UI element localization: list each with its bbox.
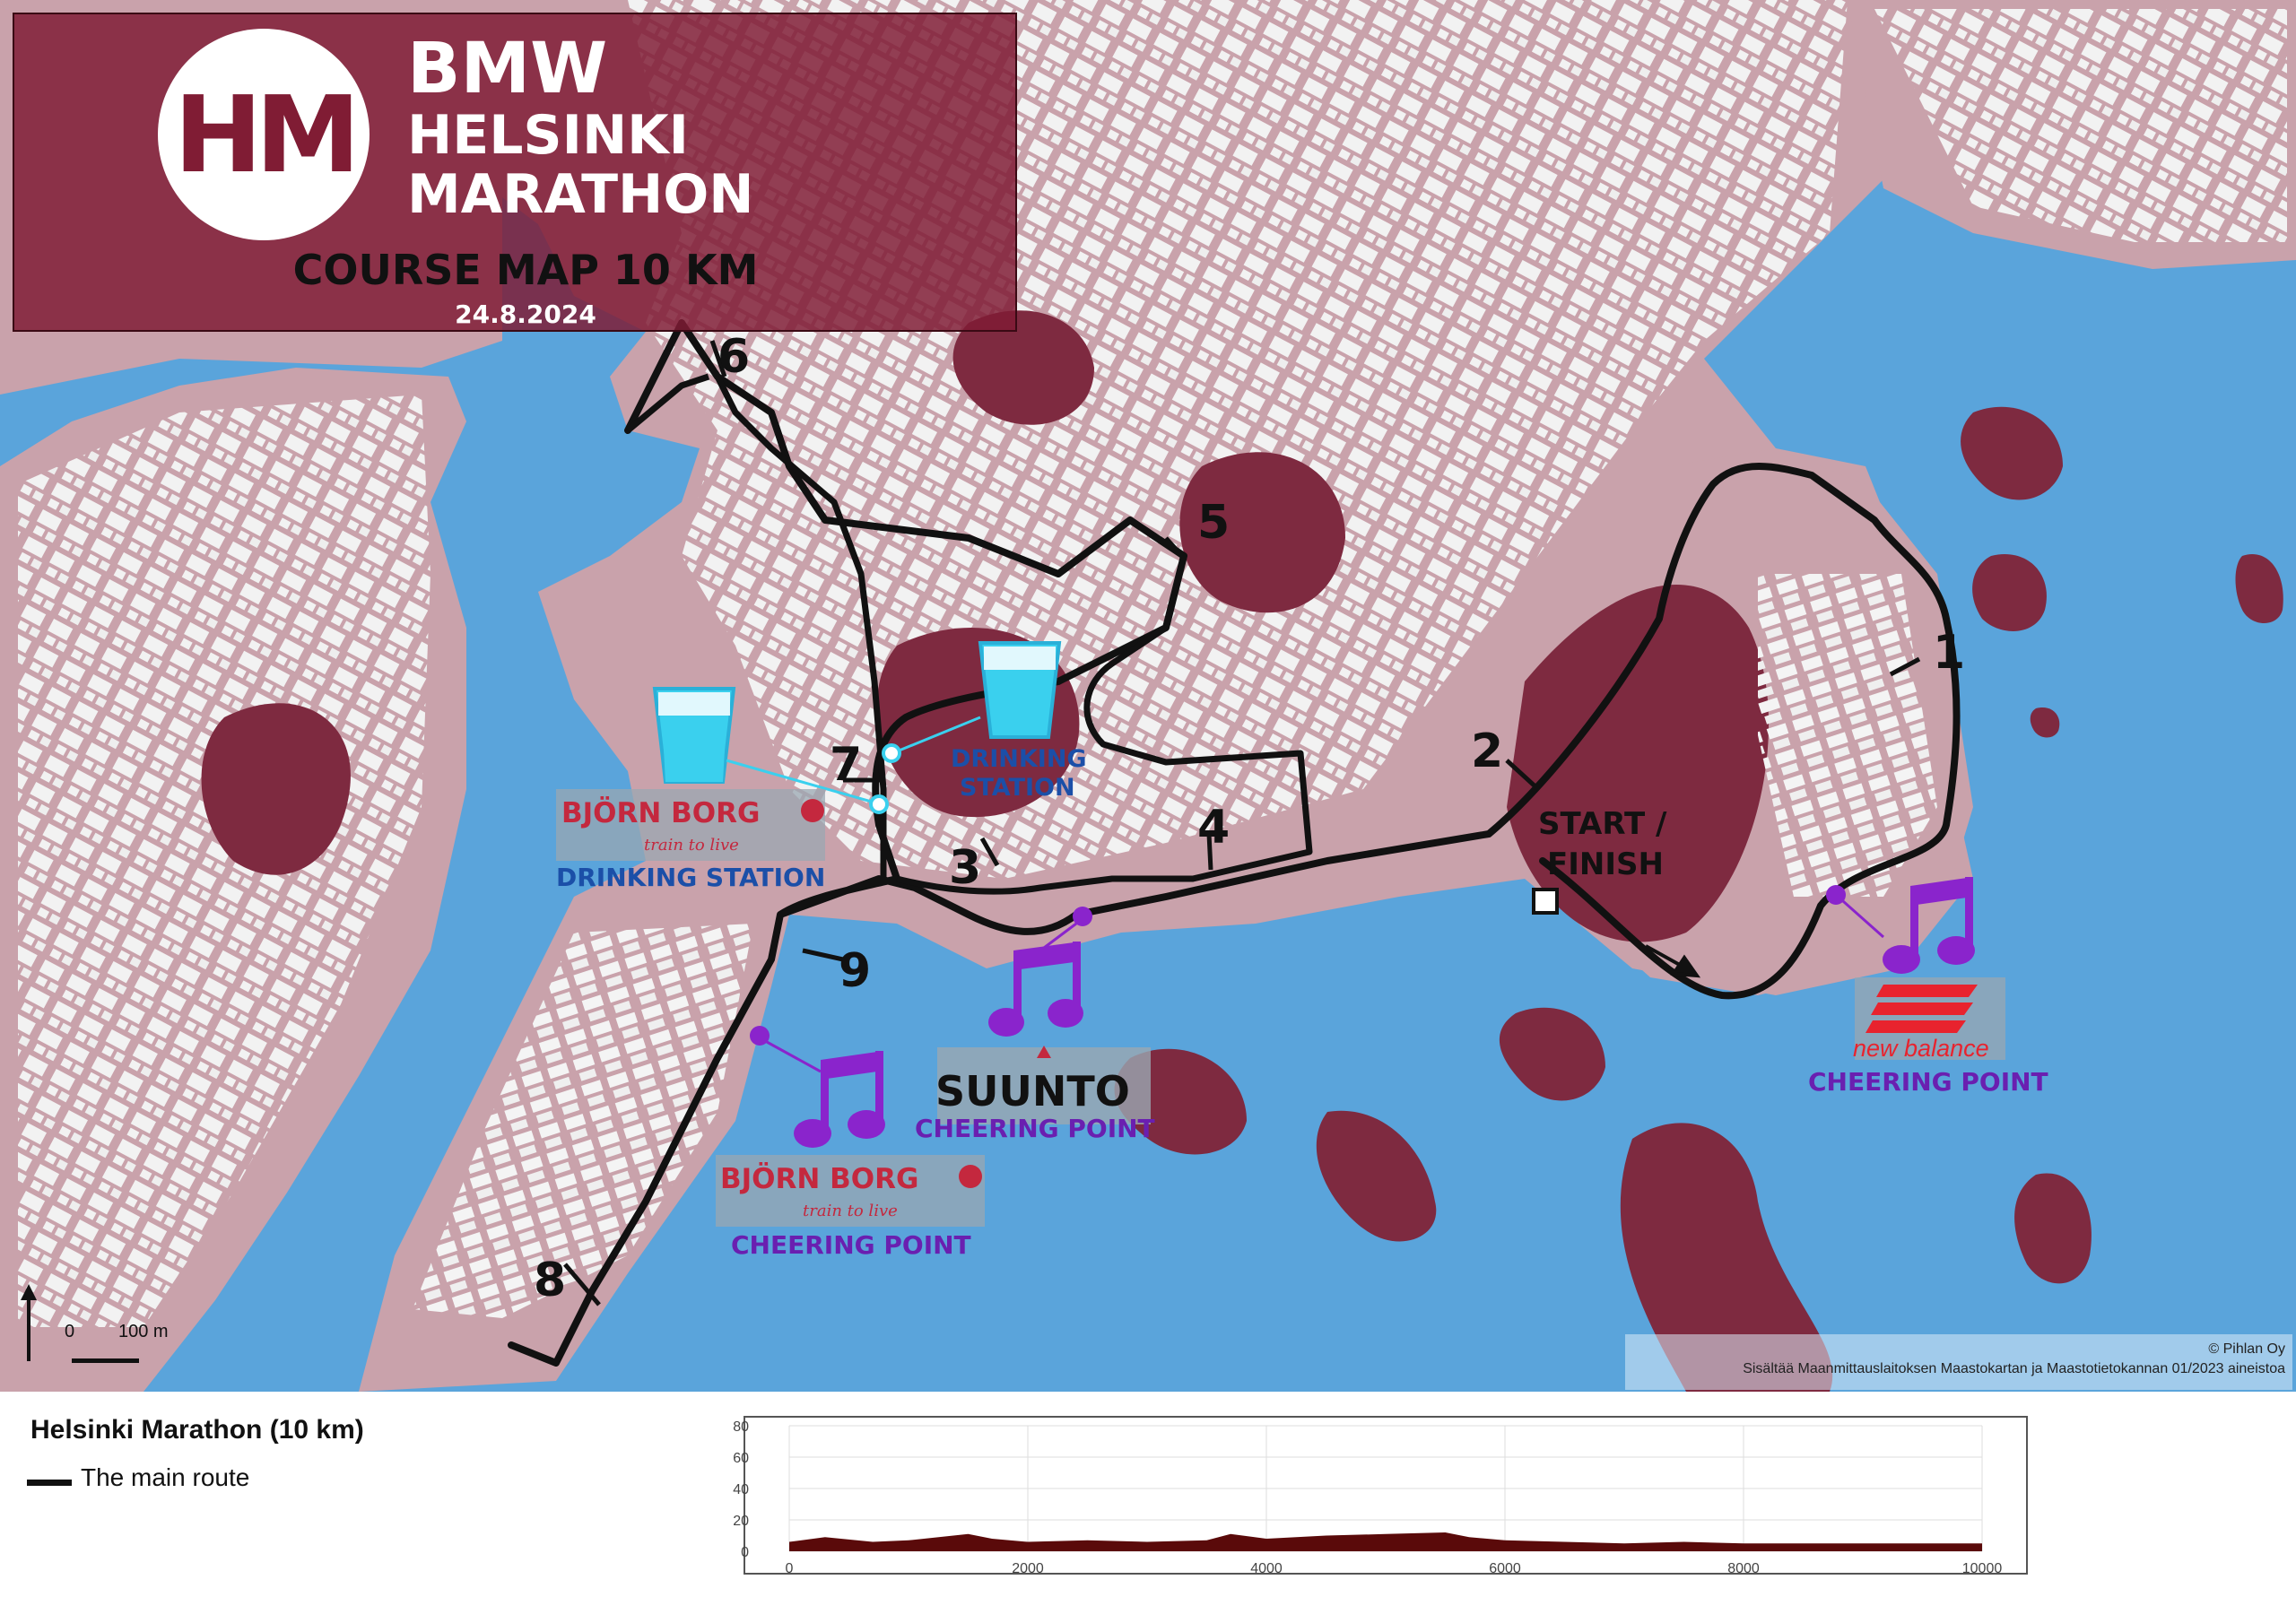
island-7 — [2014, 1173, 2092, 1284]
course-map: 1 2 3 4 5 6 7 8 9 START / FINISH BJÖRN B… — [0, 0, 2296, 1392]
cheer-label-bjorn-borg: CHEERING POINT — [731, 1230, 971, 1260]
elevation-x-tick-label: 4000 — [1250, 1561, 1283, 1576]
cheering-point-suunto: SUUNTO CHEERING POINT — [915, 907, 1155, 1143]
island-5 — [1961, 406, 2063, 500]
km-marker-3: 3 — [949, 841, 981, 895]
drinking-station-label-center-1: DRINKING — [951, 745, 1087, 773]
cheer-label-suunto: CHEERING POINT — [915, 1114, 1155, 1143]
elevation-y-tick-label: 40 — [733, 1482, 749, 1497]
elevation-y-ticks: 0 20 40 60 80 — [733, 1419, 749, 1560]
km-marker-7: 7 — [830, 738, 862, 792]
brand-bmw: BMW — [407, 29, 608, 109]
elevation-x-tick-label: 6000 — [1489, 1561, 1521, 1576]
km-marker-6: 6 — [718, 330, 750, 384]
cheer-sponsor-new-balance: new balance — [1853, 1035, 1989, 1062]
cheering-point-new-balance: new balance CHEERING POINT — [1808, 877, 2048, 1097]
cheer-sponsor-tagline: train to live — [803, 1202, 898, 1220]
brand-helsinki: HELSINKI — [407, 104, 690, 167]
elevation-x-tick-label: 10000 — [1962, 1561, 2003, 1576]
buildings-west — [18, 395, 430, 1327]
island-2 — [1316, 1110, 1437, 1242]
km-marker-4: 4 — [1197, 801, 1230, 855]
start-finish-label-line1: START / — [1538, 806, 1667, 842]
drinking-sponsor-bjorn-borg: BJÖRN BORG — [561, 796, 760, 829]
drinking-station-center: DRINKING STATION — [882, 641, 1087, 802]
brand-marathon: MARATHON — [407, 163, 754, 226]
hill-east-park — [1507, 585, 1770, 942]
music-note-icon — [988, 942, 1083, 1037]
course-title: COURSE MAP 10 KM — [292, 246, 759, 294]
main-route — [508, 319, 1961, 1367]
start-finish-label-line2: FINISH — [1547, 846, 1664, 882]
elevation-profile-chart: 0 20 40 60 80 0 2000 4000 6000 8000 10000 — [733, 1416, 2028, 1576]
new-balance-logo-icon — [1866, 985, 1978, 1033]
music-note-icon — [1883, 877, 1975, 974]
legend-route-swatch — [27, 1480, 72, 1486]
map-attribution: © Pihlan Oy Sisältää Maanmittauslaitokse… — [1625, 1334, 2292, 1390]
hm-logo-text: HM — [173, 73, 361, 196]
elevation-y-tick-label: 80 — [733, 1419, 749, 1435]
distance-markers: 1 2 3 4 5 6 7 8 9 — [534, 330, 1965, 1307]
km-marker-5: 5 — [1197, 496, 1230, 550]
hill-center-b — [1179, 452, 1345, 613]
scale-bar: 0 100 m — [18, 1282, 197, 1364]
cheer-sponsor-bjorn-borg: BJÖRN BORG — [720, 1162, 918, 1195]
drinking-station-west: BJÖRN BORG train to live DRINKING STATIO… — [556, 687, 889, 892]
elevation-x-tick-label: 0 — [786, 1561, 794, 1576]
title-panel: HM BMW HELSINKI MARATHON COURSE MAP 10 K… — [13, 13, 1017, 332]
island-3 — [1499, 1007, 1605, 1101]
buildings-northeast — [1874, 9, 2287, 242]
drinking-station-label-west: DRINKING STATION — [556, 863, 825, 892]
legend-route-label: The main route — [81, 1463, 250, 1491]
hill-west — [201, 703, 351, 875]
start-finish-square-icon — [1532, 888, 1559, 915]
water-cup-icon — [652, 687, 736, 784]
legend-title: Helsinki Marathon (10 km) — [30, 1415, 364, 1445]
drinking-station-label-center-2: STATION — [960, 774, 1075, 802]
island-6 — [1972, 554, 2047, 631]
scale-end: 100 m — [118, 1322, 169, 1341]
bjorn-borg-logo-icon — [801, 799, 824, 822]
cheering-point-bjorn-borg: BJÖRN BORG train to live CHEERING POINT — [716, 1026, 985, 1260]
course-date: 24.8.2024 — [455, 299, 596, 329]
drinking-sponsor-tagline: train to live — [644, 836, 739, 855]
island-1 — [1620, 1123, 1833, 1392]
scale-start: 0 — [65, 1322, 75, 1341]
buildings-pier — [413, 924, 753, 1318]
elevation-x-tick-label: 2000 — [1012, 1561, 1044, 1576]
elevation-y-tick-label: 60 — [733, 1451, 749, 1466]
route-branch-inner — [896, 625, 1313, 895]
km-marker-8: 8 — [534, 1254, 566, 1307]
hm-logo: HM — [158, 29, 370, 240]
cheer-label-new-balance: CHEERING POINT — [1808, 1067, 2048, 1097]
water-cup-icon — [978, 641, 1062, 739]
island-8 — [2235, 554, 2283, 623]
elevation-area — [789, 1532, 1982, 1551]
elevation-y-tick-label: 20 — [733, 1514, 749, 1529]
buildings-east-park — [1758, 574, 1937, 897]
elevation-y-tick-label: 0 — [741, 1545, 749, 1560]
km-marker-1: 1 — [1933, 626, 1965, 680]
music-note-icon — [794, 1051, 885, 1148]
bjorn-borg-logo-icon — [959, 1165, 982, 1188]
direction-arrow-icon — [1645, 944, 1701, 978]
island-9 — [2030, 707, 2060, 738]
cheer-sponsor-suunto: SUUNTO — [935, 1067, 1130, 1115]
km-marker-2: 2 — [1471, 725, 1503, 778]
km-marker-9: 9 — [839, 944, 871, 998]
elevation-x-tick-label: 8000 — [1727, 1561, 1760, 1576]
attribution-line-1: © Pihlan Oy — [2208, 1341, 2285, 1357]
legend: Helsinki Marathon (10 km) The main route — [0, 1392, 682, 1623]
elevation-x-ticks: 0 2000 4000 6000 8000 10000 — [786, 1561, 2003, 1576]
north-arrow-icon — [21, 1284, 139, 1364]
route-marker-ticks — [563, 340, 1921, 1306]
attribution-line-2: Sisältää Maanmittauslaitoksen Maastokart… — [1743, 1361, 2285, 1376]
route-harbour-loop — [625, 373, 710, 433]
hill-center-c — [952, 310, 1094, 425]
route-branch-west — [714, 375, 887, 879]
